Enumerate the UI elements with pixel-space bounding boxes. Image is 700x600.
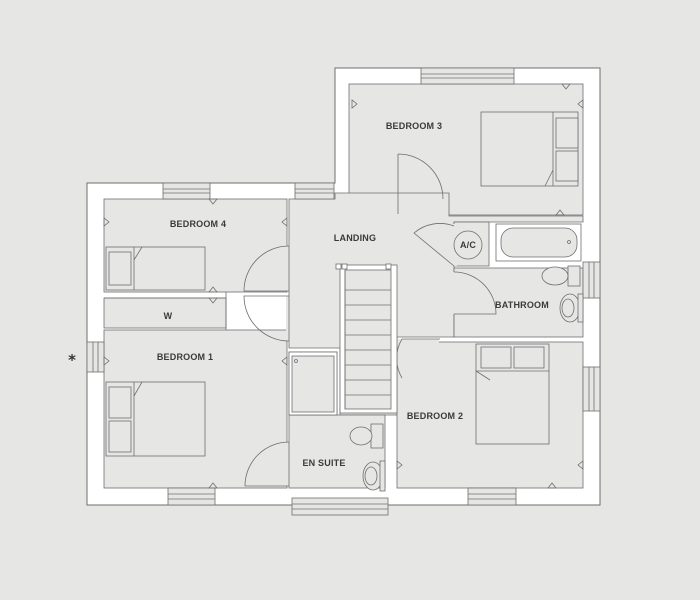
bed-bedroom-4 <box>105 246 206 291</box>
door-bedroom-3 <box>397 153 444 214</box>
shower-tray <box>288 351 338 416</box>
label-wardrobe: W <box>164 311 173 321</box>
label-bedroom-1: BEDROOM 1 <box>157 352 213 362</box>
window-bedroom-1-front <box>167 487 216 506</box>
door-ensuite <box>244 441 290 487</box>
window-bedroom-3 <box>420 67 515 85</box>
basin-bathroom <box>559 293 584 323</box>
window-ensuite <box>291 497 389 516</box>
toilet-bathroom <box>541 265 581 287</box>
bed-bedroom-2 <box>475 343 550 445</box>
door-ac-cupboard <box>413 223 455 267</box>
window-landing <box>294 182 335 200</box>
window-bedroom-2-front <box>467 487 517 506</box>
label-bedroom-3: BEDROOM 3 <box>386 121 442 131</box>
bed-bedroom-1 <box>105 381 206 457</box>
basin-ensuite <box>362 460 386 492</box>
fitting-markers <box>103 83 584 489</box>
bed-bedroom-3 <box>480 111 579 187</box>
door-bathroom <box>453 271 497 315</box>
label-bedroom-2: BEDROOM 2 <box>407 411 463 421</box>
window-bedroom-2-side <box>582 366 601 412</box>
label-bedroom-4: BEDROOM 4 <box>170 219 226 229</box>
window-bedroom-4 <box>162 182 211 200</box>
ac-cylinder <box>453 230 483 260</box>
door-bedroom-1 <box>243 295 290 342</box>
label-bathroom: BATHROOM <box>495 300 549 310</box>
window-bathroom <box>582 261 601 299</box>
label-landing: LANDING <box>334 233 376 243</box>
window-bedroom-1-side <box>86 341 105 373</box>
asterisk-note: * <box>68 351 76 369</box>
label-ensuite: EN SUITE <box>302 458 345 468</box>
door-bedroom-4 <box>243 245 290 292</box>
label-ac: A/C <box>460 240 476 250</box>
bath <box>495 223 582 262</box>
room-wardrobe <box>103 297 227 329</box>
toilet-ensuite <box>349 423 384 449</box>
staircase <box>335 263 398 414</box>
